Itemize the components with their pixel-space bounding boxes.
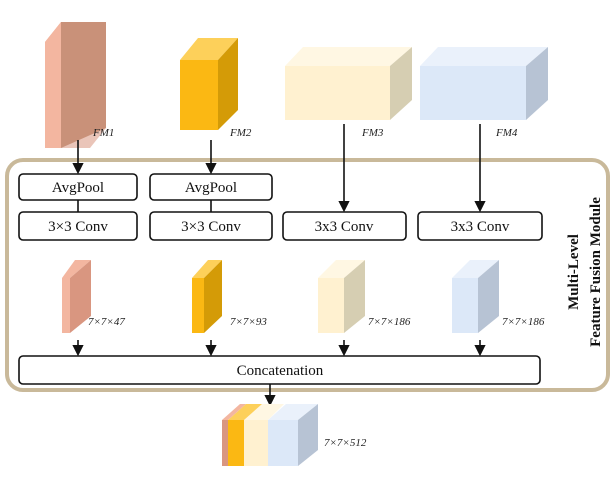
imap1-label: 7×7×47 (88, 316, 125, 328)
fm2-label: FM2 (229, 127, 252, 139)
imap2-top-face (192, 260, 222, 278)
out-layer3-top (244, 404, 284, 420)
feature-map-fm4 (420, 47, 548, 120)
fm3-label: FM3 (361, 127, 384, 139)
imap4-front-face (452, 278, 478, 333)
conv-label-2: 3×3 Conv (181, 219, 241, 235)
imap4-label: 7×7×186 (502, 316, 545, 328)
imap3-label: 7×7×186 (368, 316, 411, 328)
fm4-label: FM4 (495, 127, 518, 139)
imap3-top-face (318, 260, 365, 278)
out-layer1-front (222, 420, 228, 466)
module-title: Multi-Level Feature Fusion Module (566, 197, 604, 347)
fm4-top-face (420, 47, 548, 66)
fm2-front-face (180, 60, 218, 130)
feature-map-fm2 (180, 38, 238, 130)
out-layer4-side (298, 404, 318, 466)
fm3-front-face (285, 66, 390, 120)
out-layer2-top (228, 404, 262, 420)
concatenation-box (18, 355, 541, 385)
final-output-label: 7×7×512 (324, 437, 367, 449)
conv-box-4 (417, 211, 543, 241)
imap1-side-face (70, 260, 91, 333)
fm4-side-face (526, 47, 548, 120)
imap2-side-face (204, 260, 222, 333)
concatenation-label: Concatenation (237, 363, 324, 379)
fm3-top-face (285, 47, 412, 66)
intermediate-map-3 (318, 260, 365, 333)
imap1-top-face (62, 260, 91, 278)
out-layer3-front (244, 420, 268, 466)
intermediate-map-4 (452, 260, 499, 333)
imap4-side-face (478, 260, 499, 333)
fm1-front-face (45, 22, 61, 148)
feature-map-fm1 (45, 22, 106, 148)
module-title-line1: Multi-Level (566, 234, 582, 310)
conv-box-3 (282, 211, 407, 241)
module-border (5, 158, 610, 392)
feature-map-fm3 (285, 47, 412, 120)
final-output-stack (222, 404, 318, 466)
imap1-front-face (62, 278, 70, 333)
fm1-body (61, 22, 106, 148)
fm1-label: FM1 (92, 127, 114, 139)
fm4-front-face (420, 66, 526, 120)
out-layer1-top (222, 404, 246, 420)
intermediate-map-1 (62, 260, 91, 333)
out-layer4-front (268, 420, 298, 466)
out-layer2-front (228, 420, 244, 466)
imap3-side-face (344, 260, 365, 333)
intermediate-map-2 (192, 260, 222, 333)
module-title-line2: Feature Fusion Module (588, 197, 604, 347)
imap2-label: 7×7×93 (230, 316, 267, 328)
conv-label-3: 3x3 Conv (315, 219, 374, 235)
imap4-top-face (452, 260, 499, 278)
imap2-front-face (192, 278, 204, 333)
out-layer4-top (268, 404, 318, 420)
conv-label-1: 3×3 Conv (48, 219, 108, 235)
fm2-side-face (218, 38, 238, 130)
imap3-front-face (318, 278, 344, 333)
avgpool-label-2: AvgPool (185, 180, 237, 196)
avgpool-label-1: AvgPool (52, 180, 104, 196)
fm2-top-face (180, 38, 238, 60)
conv-label-4: 3x3 Conv (451, 219, 510, 235)
fm3-side-face (390, 47, 412, 120)
